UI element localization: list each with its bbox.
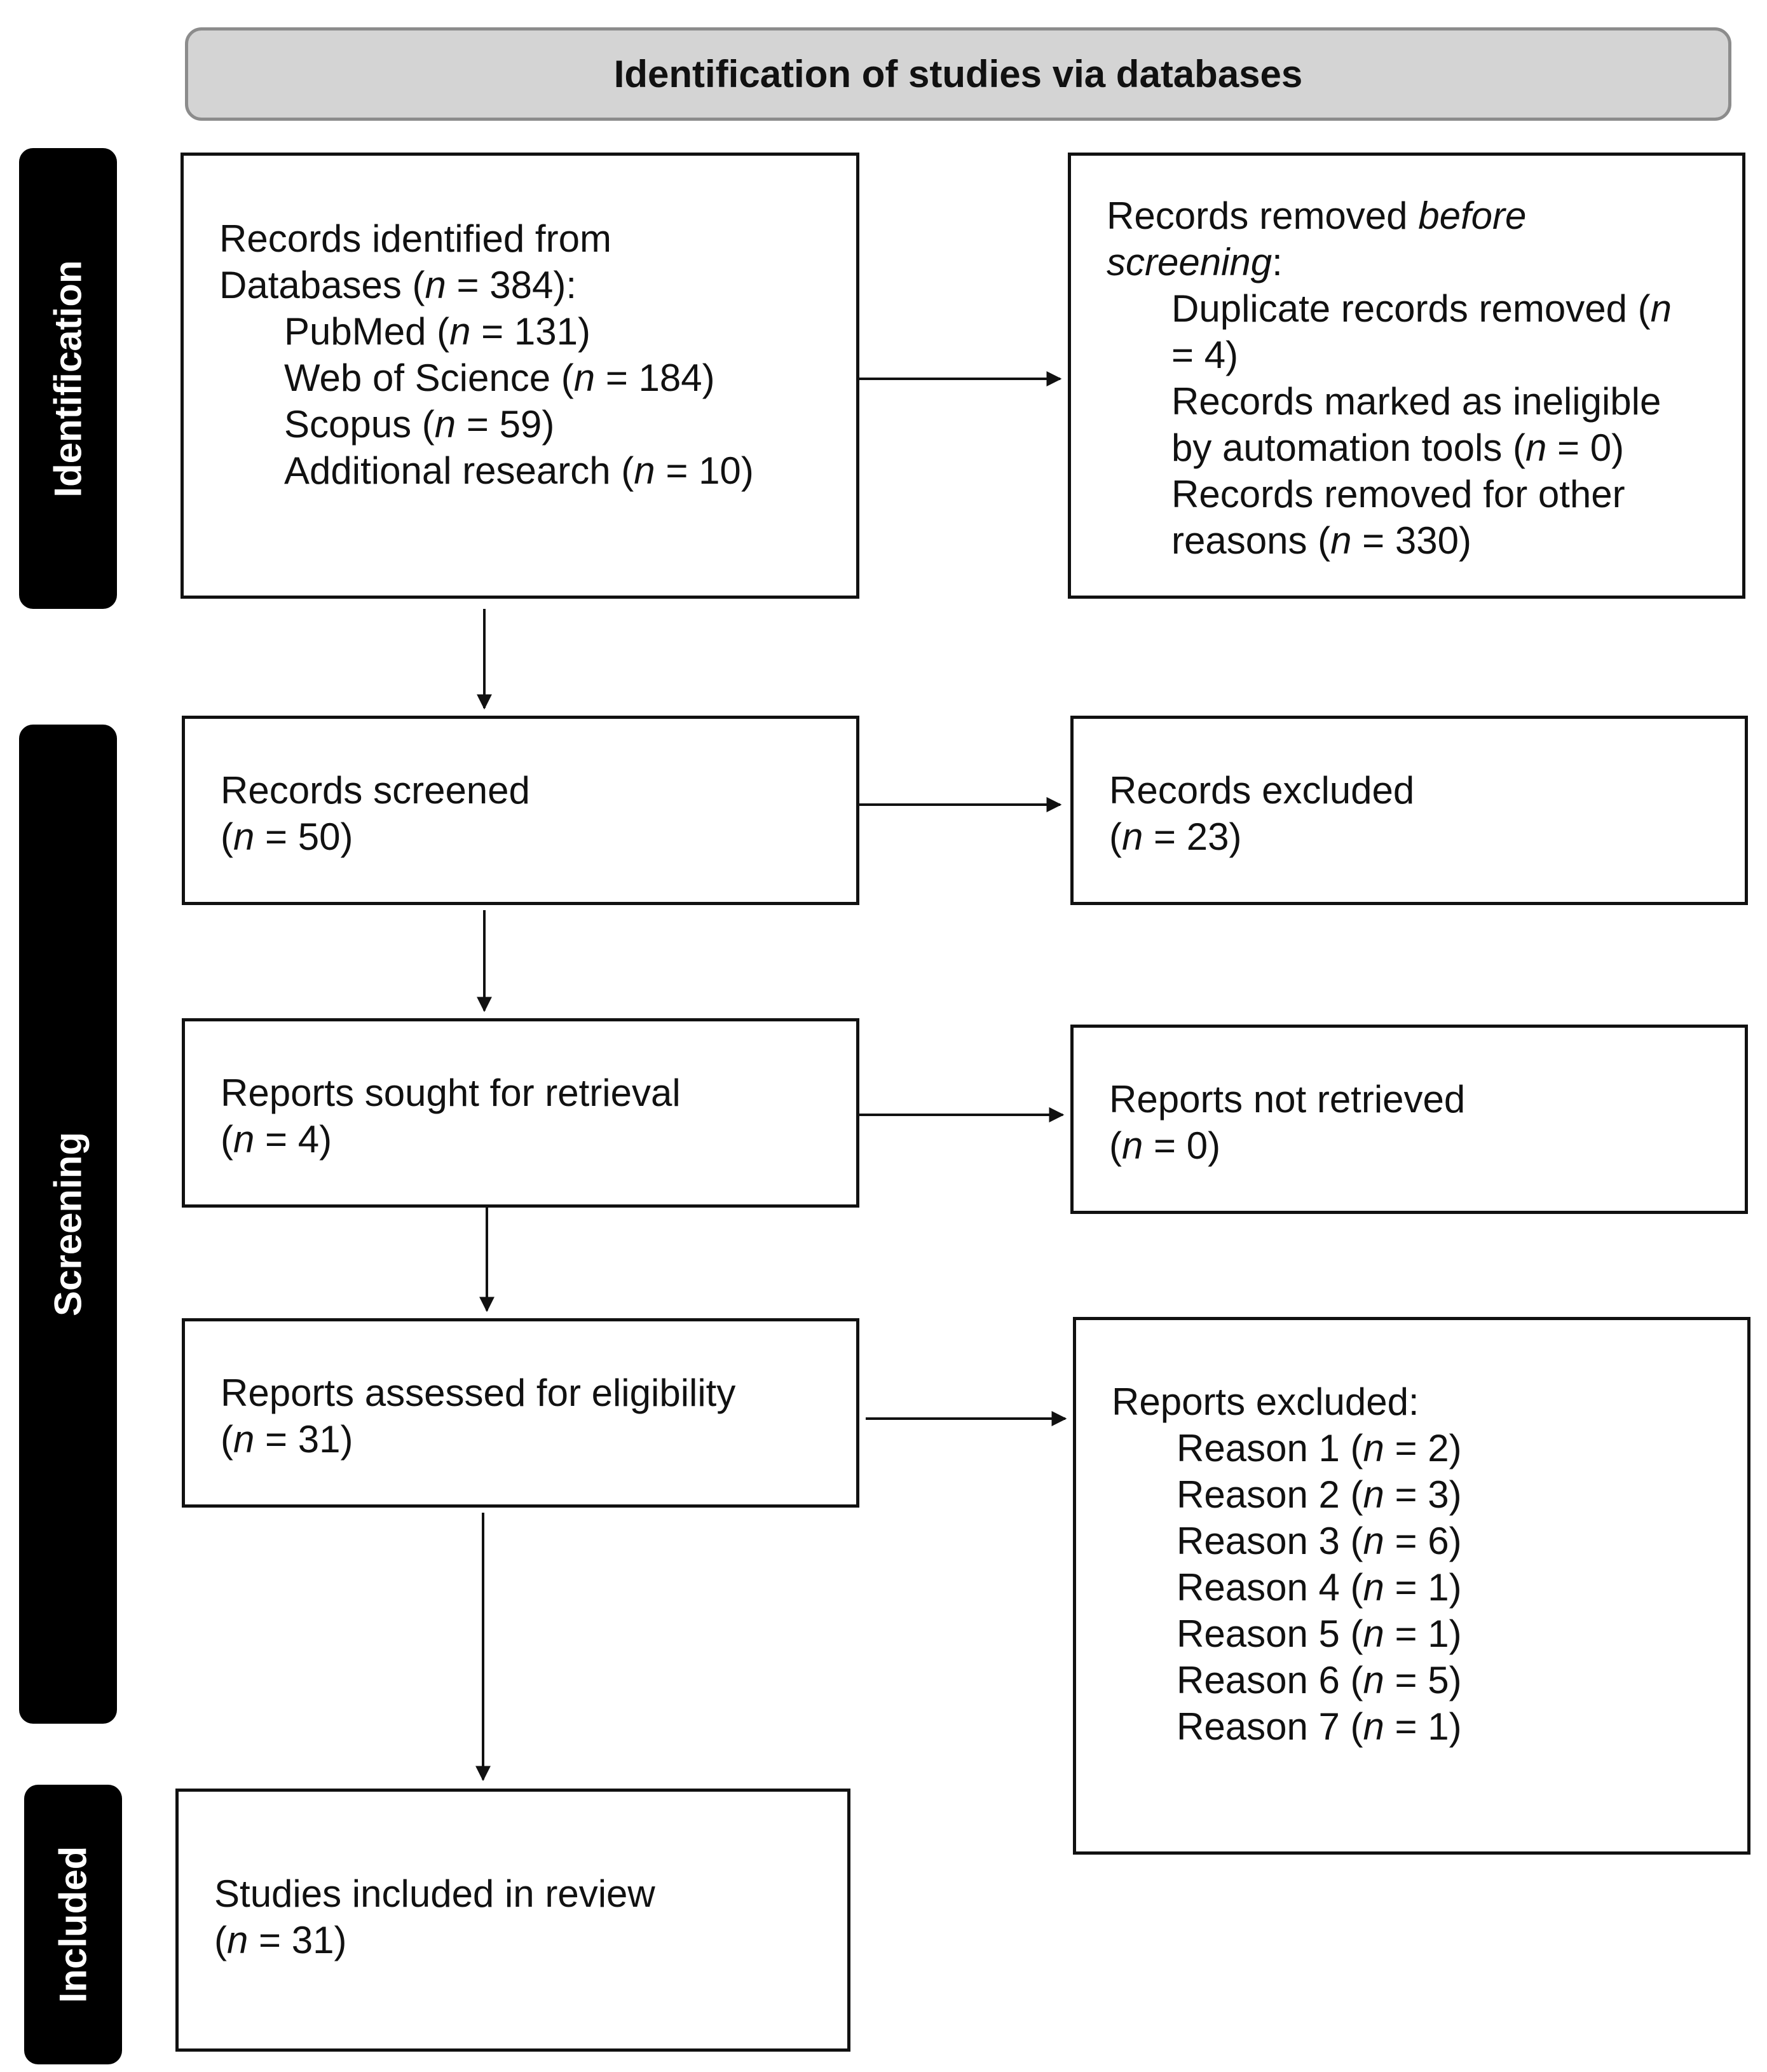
reports-sought-box: Reports sought for retrieval (n = 4) (182, 1018, 859, 1208)
records-excluded-count-line: (n = 23) (1109, 815, 1242, 858)
reason-3: Reason 3 (n = 6) (1177, 1520, 1462, 1562)
records-identified-box: Records identified from Databases (n = 3… (181, 153, 859, 599)
reason-2: Reason 2 (n = 3) (1177, 1473, 1462, 1516)
reports-not-retrieved-box: Reports not retrieved (n = 0) (1070, 1025, 1748, 1214)
studies-included-box: Studies included in review (n = 31) (175, 1789, 850, 2052)
other-line2: reasons (n = 330) (1171, 519, 1471, 562)
reports-assessed-box: Reports assessed for eligibility (n = 31… (182, 1318, 859, 1508)
reason-6: Reason 6 (n = 5) (1177, 1659, 1462, 1701)
automation-line1: Records marked as ineligible (1171, 380, 1661, 423)
reports-not-retrieved-count-line: (n = 0) (1109, 1124, 1221, 1167)
source-additional-research: Additional research (n = 10) (284, 449, 754, 492)
records-removed-title-line1: Records removed before (1107, 194, 1527, 237)
records-screened-label: Records screened (221, 769, 530, 812)
studies-included-count-line: (n = 31) (214, 1919, 347, 1961)
phase-included: Included (24, 1785, 122, 2064)
records-excluded-box: Records excluded (n = 23) (1070, 716, 1748, 905)
reports-not-retrieved-label: Reports not retrieved (1109, 1078, 1466, 1121)
records-excluded-label: Records excluded (1109, 769, 1415, 812)
reports-excluded-box: Reports excluded: Reason 1 (n = 2) Reaso… (1073, 1317, 1750, 1855)
source-web-of-science: Web of Science (n = 184) (284, 357, 715, 399)
reason-4: Reason 4 (n = 1) (1177, 1566, 1462, 1609)
automation-line2: by automation tools (n = 0) (1171, 426, 1625, 469)
reports-assessed-label: Reports assessed for eligibility (221, 1372, 736, 1414)
reason-1: Reason 1 (n = 2) (1177, 1427, 1462, 1469)
studies-included-label: Studies included in review (214, 1872, 655, 1915)
reason-5: Reason 5 (n = 1) (1177, 1612, 1462, 1655)
header-title: Identification of studies via databases (613, 53, 1303, 95)
reports-sought-label: Reports sought for retrieval (221, 1072, 681, 1114)
records-identified-title: Records identified from (219, 217, 611, 260)
records-screened-box: Records screened (n = 50) (182, 716, 859, 905)
duplicate-line2: = 4) (1171, 334, 1239, 376)
reason-7: Reason 7 (n = 1) (1177, 1705, 1462, 1748)
reports-excluded-label: Reports excluded: (1112, 1380, 1419, 1423)
records-screened-count-line: (n = 50) (221, 815, 353, 858)
other-line1: Records removed for other (1171, 473, 1625, 515)
duplicate-count: 4 (1204, 334, 1226, 376)
records-removed-box: Records removed before screening: Duplic… (1068, 153, 1745, 599)
reports-assessed-count-line: (n = 31) (221, 1418, 353, 1461)
source-scopus: Scopus (n = 59) (284, 403, 555, 446)
header-banner: Identification of studies via databases (185, 27, 1731, 121)
source-pubmed: PubMed (n = 131) (284, 310, 590, 353)
records-removed-title-line2: screening: (1107, 241, 1283, 283)
phase-screening: Screening (19, 725, 117, 1724)
databases-line: Databases (n = 384): (219, 264, 577, 306)
reports-sought-count-line: (n = 4) (221, 1118, 332, 1161)
databases-count: 384 (489, 264, 554, 306)
duplicate-line1: Duplicate records removed (n (1171, 287, 1672, 330)
other-count: 330 (1395, 519, 1459, 562)
phase-identification: Identification (19, 148, 117, 609)
automation-count: 0 (1590, 426, 1612, 469)
